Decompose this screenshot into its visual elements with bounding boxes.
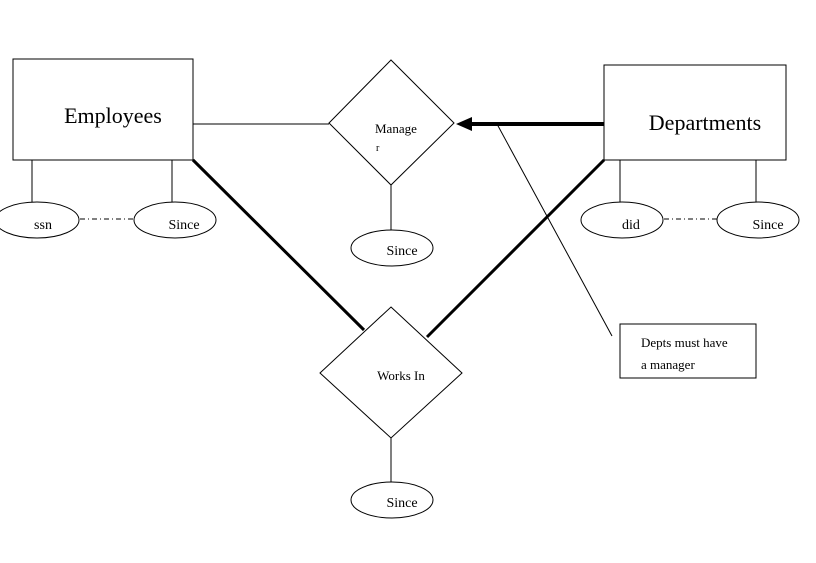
manages-relationship [328, 59, 455, 186]
departments-entity [603, 64, 787, 161]
works-in-relationship [319, 306, 463, 439]
note-box [619, 323, 757, 379]
manages-label: Manage [375, 121, 417, 136]
note-line-2: a manager [641, 357, 695, 372]
departments-works-in-line [425, 158, 606, 339]
did-attribute [580, 201, 664, 239]
departments-since-attribute [716, 201, 800, 239]
did-label: did [622, 218, 640, 233]
employees-label: Employees [64, 103, 162, 128]
employees-since-label: Since [168, 218, 199, 233]
works-in-since-attribute [350, 481, 434, 519]
works-in-since-label: Since [386, 496, 417, 511]
ssn-label: ssn [34, 218, 52, 233]
ssn-attribute [0, 201, 80, 239]
note-pointer-line [496, 123, 613, 337]
manages-since-attribute [350, 229, 434, 267]
works-in-label: Works In [377, 368, 425, 383]
arrowhead-icon [456, 117, 472, 131]
manages-label-continuation: r [376, 143, 380, 154]
employees-since-attribute [133, 201, 217, 239]
employees-works-in-line [191, 158, 366, 332]
departments-label: Departments [649, 110, 761, 135]
departments-since-label: Since [752, 218, 783, 233]
note-line-1: Depts must have [641, 335, 728, 350]
employees-entity [12, 58, 194, 161]
manages-since-label: Since [386, 244, 417, 259]
